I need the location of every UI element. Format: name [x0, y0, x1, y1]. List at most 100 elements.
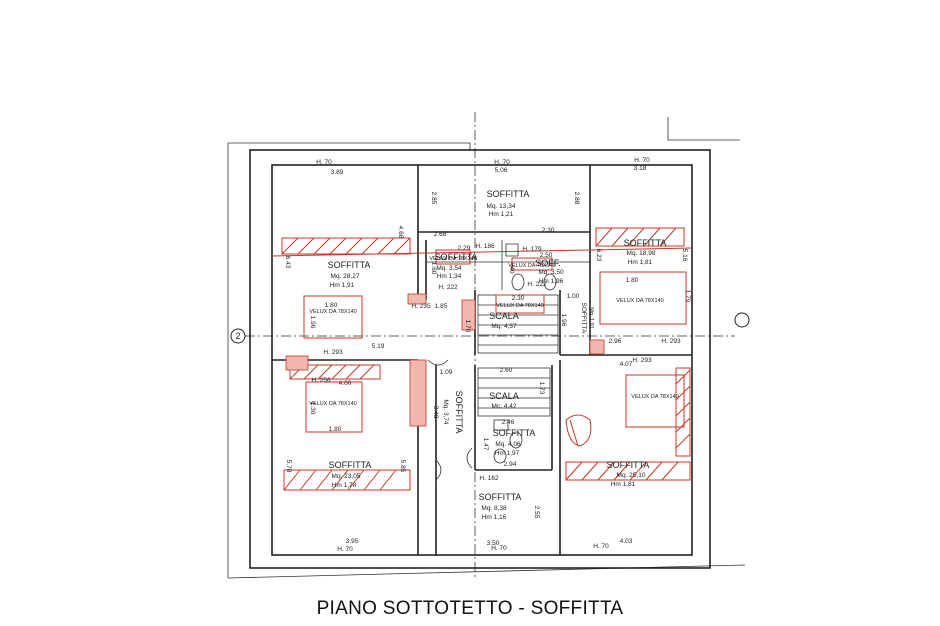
svg-text:Hm 1,91: Hm 1,91	[330, 282, 355, 289]
svg-text:H. 70: H. 70	[491, 545, 507, 552]
svg-text:2.29: 2.29	[458, 245, 471, 252]
svg-text:1.80: 1.80	[626, 277, 639, 284]
svg-text:VELUX DA 78X140: VELUX DA 78X140	[616, 298, 663, 304]
room-upper-left: SOFFITTA Mq. 28,27 Hm 1,91	[328, 260, 371, 289]
svg-text:2.50: 2.50	[540, 252, 553, 259]
skylight-6: VELUX DA 78X140	[429, 249, 477, 265]
svg-text:2.85: 2.85	[430, 192, 437, 205]
svg-text:4.68: 4.68	[397, 226, 404, 239]
skylight-3: VELUX DA 78X140	[305, 381, 363, 433]
svg-text:1.60: 1.60	[430, 262, 437, 275]
svg-text:Mq. 23,05: Mq. 23,05	[332, 473, 361, 480]
svg-text:Mq. 3,50: Mq. 3,50	[538, 269, 564, 276]
svg-text:2.96: 2.96	[609, 338, 622, 345]
room-stair-side-vertical: SOFFITTA Mq. 1,91	[580, 303, 594, 335]
svg-text:Mq. 4,37: Mq. 4,37	[491, 323, 517, 330]
svg-text:3.18: 3.18	[634, 165, 647, 172]
roof-ridge-line	[271, 247, 693, 257]
svg-text:VELUX DA 78X140: VELUX DA 78X140	[631, 394, 678, 400]
room-lower-right: SOFFITTA Mq. 25,10 Hm 1,81	[607, 460, 650, 488]
svg-text:H. 70: H. 70	[593, 543, 609, 550]
svg-text:1.80: 1.80	[325, 302, 338, 309]
svg-text:H. 70: H. 70	[494, 159, 510, 166]
svg-text:3.50: 3.50	[487, 540, 500, 547]
door-swing-1	[435, 459, 442, 481]
svg-text:5.06: 5.06	[495, 167, 508, 174]
dimension-labels: H. 70 3.89 H. 70 5.06 H. 70 3.18 2.85 2.…	[284, 157, 691, 553]
svg-text:VELUX DA 78X140: VELUX DA 78X140	[508, 263, 555, 269]
svg-text:Hm 1,16: Hm 1,16	[482, 514, 507, 521]
skylight-1: VELUX DA 78X140	[303, 295, 363, 339]
svg-text:H. 70: H. 70	[634, 157, 650, 164]
svg-text:H. 293: H. 293	[661, 338, 681, 345]
roof-hatch-band-lower-left	[283, 469, 411, 491]
roof-hatch-band-upper-right	[595, 227, 685, 247]
svg-text:5.19: 5.19	[372, 343, 385, 350]
svg-text:SOFFITTA: SOFFITTA	[607, 460, 650, 470]
svg-text:H. 222: H. 222	[438, 284, 458, 291]
svg-text:SOFFITTA: SOFFITTA	[493, 428, 536, 438]
door-swing-2	[466, 447, 473, 469]
skylight-4: VELUX DA 78X140	[625, 374, 685, 428]
svg-text:5.16: 5.16	[681, 249, 688, 262]
svg-text:Mq. 28,27: Mq. 28,27	[331, 273, 360, 280]
svg-text:SOFFITTA: SOFFITTA	[479, 492, 522, 502]
svg-text:Mq. 3,74: Mq. 3,74	[442, 399, 449, 425]
svg-text:H. 186: H. 186	[475, 243, 495, 250]
svg-text:Hm 1,78: Hm 1,78	[332, 482, 357, 489]
svg-text:VELUX DA 78X140: VELUX DA 78X140	[429, 256, 476, 262]
axis-marker-left-label: 2	[235, 331, 240, 341]
skylight-5: VELUX DA 78X140	[495, 294, 545, 314]
svg-text:1.96: 1.96	[560, 314, 567, 327]
svg-text:6.43: 6.43	[284, 256, 291, 269]
svg-text:2.46: 2.46	[502, 419, 515, 426]
svg-text:VELUX DA 78X140: VELUX DA 78X140	[309, 401, 356, 407]
svg-text:Mq. 4,06: Mq. 4,06	[495, 441, 521, 448]
svg-text:Hm 1,97: Hm 1,97	[495, 450, 520, 457]
room-stair-upper: SCALA Mq. 4,37	[489, 311, 519, 330]
skylight-7: VELUX DA 78X140	[508, 257, 556, 271]
axis-marker-right	[734, 312, 750, 328]
room-upper-right: SOFFITTA Mq. 18,98 Hm 1,81	[624, 238, 667, 266]
svg-text:H. 293: H. 293	[323, 349, 343, 356]
room-small-left: SOFFITTA Mq. 3,54 Hm 1,34	[435, 252, 478, 280]
outer-wall	[249, 149, 711, 569]
svg-text:SCALA: SCALA	[489, 391, 519, 401]
svg-text:2.30: 2.30	[542, 227, 555, 234]
svg-text:Mq. 1,91: Mq. 1,91	[588, 307, 594, 328]
axis-marker-left	[230, 328, 246, 344]
room-small-lower: SOFFITTA Mq. 4,06 Hm 1,97	[493, 428, 536, 457]
svg-text:SOFFITTA: SOFFITTA	[435, 252, 478, 262]
svg-text:VELUX DA 78X140: VELUX DA 78X140	[309, 309, 356, 315]
svg-text:40: 40	[508, 266, 515, 274]
svg-text:H. 235: H. 235	[411, 303, 431, 310]
svg-text:4.03: 4.03	[620, 538, 633, 545]
site-boundary-top	[228, 142, 471, 150]
drawing-caption: PIANO SOTTOTETTO - SOFFITTA	[316, 598, 624, 619]
svg-text:Hm 1,21: Hm 1,21	[489, 211, 514, 218]
svg-text:1.80: 1.80	[329, 426, 342, 433]
svg-text:5.78: 5.78	[285, 460, 292, 473]
svg-text:Mq. 25,10: Mq. 25,10	[617, 472, 646, 479]
svg-text:2.94: 2.94	[504, 461, 517, 468]
svg-text:Mq. 13,34: Mq. 13,34	[487, 203, 516, 210]
svg-text:VELUX DA 78X140: VELUX DA 78X140	[496, 303, 543, 309]
pilaster-2	[407, 293, 427, 305]
svg-text:SOFFITTA: SOFFITTA	[328, 260, 371, 270]
bathroom-fixtures	[493, 243, 592, 464]
svg-text:2.60: 2.60	[500, 367, 513, 374]
roof-hatch-band-right-vertical	[675, 367, 691, 457]
pilaster-3	[285, 355, 309, 371]
svg-text:H. 293: H. 293	[632, 357, 652, 364]
svg-text:Mq. 18,98: Mq. 18,98	[627, 250, 656, 257]
room-lower-left: SOFFITTA Mq. 23,05 Hm 1,78	[329, 460, 372, 489]
svg-text:1.73: 1.73	[538, 382, 545, 395]
svg-text:1.47: 1.47	[482, 438, 489, 451]
svg-text:SOFF.: SOFF.	[535, 258, 561, 268]
svg-text:SOFFITTA: SOFFITTA	[329, 460, 372, 470]
svg-text:1.00: 1.00	[567, 293, 580, 300]
svg-text:2.68: 2.68	[434, 231, 447, 238]
svg-text:1.70: 1.70	[464, 320, 471, 333]
site-boundary-right	[667, 117, 740, 141]
